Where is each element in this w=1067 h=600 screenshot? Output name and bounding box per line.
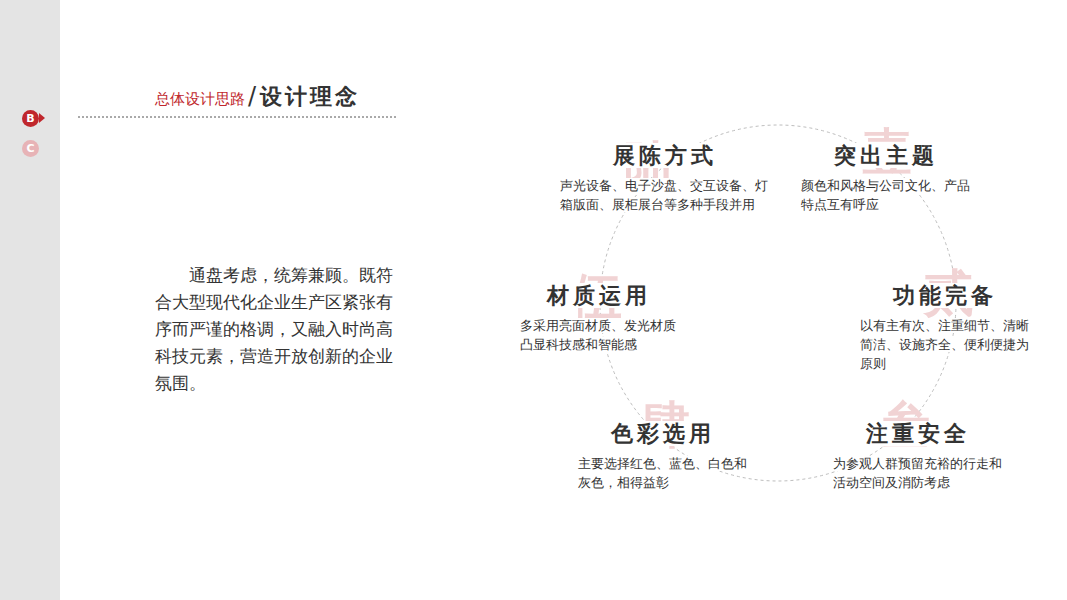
concept-heading: 色彩选用 [578,420,748,448]
title-row: 总体设计思路/设计理念 [155,82,360,112]
concept-group: 功能完备以有主有次、注重细节、清晰简洁、设施齐全、便利便捷为原则 [860,282,1030,373]
concept-body: 主要选择红色、蓝色、白色和灰色，相得益彰 [578,454,748,492]
concept-body: 以有主有次、注重细节、清晰简洁、设施齐全、便利便捷为原则 [860,316,1030,373]
concept-heading: 注重安全 [833,420,1003,448]
heading-text: 材质运用 [547,283,651,308]
concept-body: 为参观人群预留充裕的行走和活动空间及消防考虑 [833,454,1003,492]
concept-group: 突出主题颜色和风格与公司文化、产品特点互有呼应 [801,142,971,214]
body-text: 颜色和风格与公司文化、产品特点互有呼应 [801,178,970,212]
body-text: 主要选择红色、蓝色、白色和灰色，相得益彰 [578,456,747,490]
heading-text: 突出主题 [834,143,938,168]
concept-group: 展陈方式声光设备、电子沙盘、交互设备、灯箱版面、展柜展台等多种手段并用 [560,142,770,214]
concept-group: 材质运用多采用亮面材质、发光材质凸显科技感和智能感 [520,282,678,354]
concept-heading: 突出主题 [801,142,971,170]
heading-text: 功能完备 [893,283,997,308]
body-text: 以有主有次、注重细节、清晰简洁、设施齐全、便利便捷为原则 [860,318,1029,371]
concept-heading: 材质运用 [520,282,678,310]
pointer-triangle [39,113,45,123]
body-text: 声光设备、电子沙盘、交互设备、灯箱版面、展柜展台等多种手段并用 [560,178,768,212]
intro-paragraph: 通盘考虑，统筹兼顾。既符合大型现代化企业生产区紧张有序而严谨的格调，又融入时尚高… [155,262,400,397]
dotted-rule [78,117,397,118]
page-title: 设计理念 [260,82,360,112]
concept-body: 声光设备、电子沙盘、交互设备、灯箱版面、展柜展台等多种手段并用 [560,176,770,214]
concept-body: 多采用亮面材质、发光材质凸显科技感和智能感 [520,316,678,354]
section-label: 总体设计思路 [155,90,245,109]
body-text: 为参观人群预留充裕的行走和活动空间及消防考虑 [833,456,1002,490]
heading-text: 展陈方式 [613,143,717,168]
concept-body: 颜色和风格与公司文化、产品特点互有呼应 [801,176,971,214]
concept-heading: 功能完备 [860,282,1030,310]
heading-text: 注重安全 [866,421,970,446]
concept-group: 色彩选用主要选择红色、蓝色、白色和灰色，相得益彰 [578,420,748,492]
title-slash: / [248,82,256,110]
concept-group: 注重安全为参观人群预留充裕的行走和活动空间及消防考虑 [833,420,1003,492]
side-bar [0,0,60,600]
body-text: 多采用亮面材质、发光材质凸显科技感和智能感 [520,318,676,352]
section-marker: C [22,140,39,157]
concept-heading: 展陈方式 [560,142,770,170]
heading-text: 色彩选用 [611,421,715,446]
section-marker: B [22,110,39,127]
